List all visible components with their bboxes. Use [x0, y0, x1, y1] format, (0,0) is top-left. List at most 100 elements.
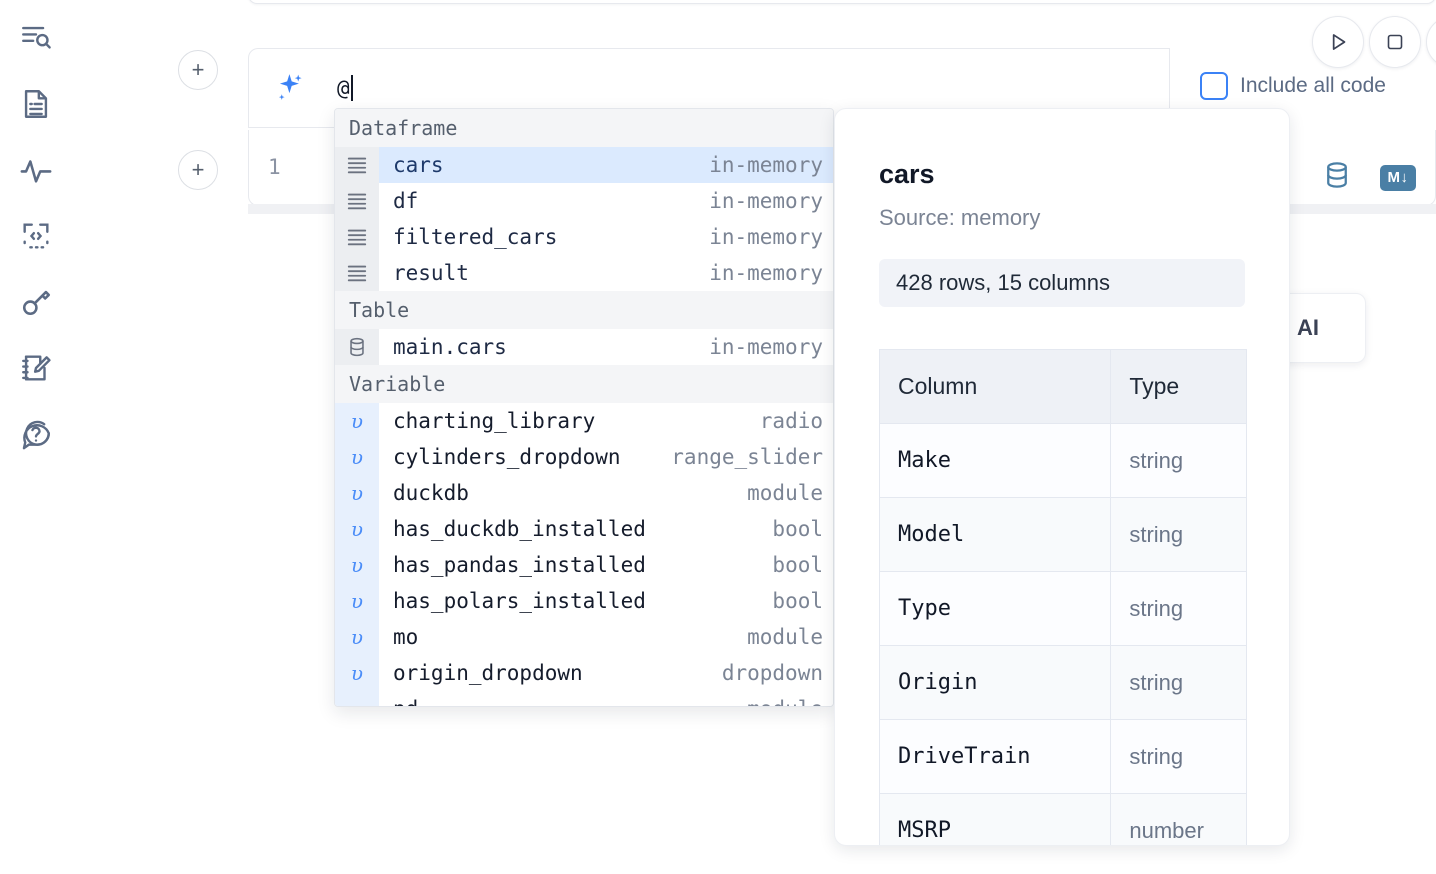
- line-number: 1: [268, 155, 281, 179]
- include-all-code-checkbox[interactable]: [1200, 72, 1228, 100]
- dataframe-icon: [335, 147, 379, 183]
- variable-icon: υ: [335, 655, 379, 691]
- stop-button[interactable]: [1369, 16, 1421, 68]
- autocomplete-item[interactable]: υ has_pandas_installed bool: [335, 547, 833, 583]
- autocomplete-item[interactable]: cars in-memory: [335, 147, 833, 183]
- schema-column-type: number: [1110, 793, 1247, 845]
- autocomplete-item[interactable]: υ charting_library radio: [335, 403, 833, 439]
- help-chat-icon[interactable]: [14, 412, 58, 456]
- autocomplete-item-body: duckdb module: [379, 475, 833, 511]
- autocomplete-item-name: cars: [393, 153, 444, 177]
- autocomplete-item-body: pdmodule: [379, 691, 833, 706]
- schema-column-name: Type: [878, 571, 1112, 646]
- left-sidebar: [0, 0, 72, 874]
- autocomplete-item-name: main.cars: [393, 335, 507, 359]
- variable-icon: υ: [335, 511, 379, 547]
- activity-icon[interactable]: [14, 148, 58, 192]
- preview-title: cars: [879, 159, 935, 189]
- schema-column-name: MSRP: [878, 793, 1112, 845]
- schema-column-type: string: [1110, 423, 1247, 498]
- ai-prompt-input[interactable]: @: [337, 75, 354, 101]
- dataframe-icon: [335, 183, 379, 219]
- autocomplete-item-type: in-memory: [709, 261, 823, 285]
- autocomplete-item-name: pd: [393, 697, 418, 706]
- autocomplete-group-header: Dataframe: [335, 109, 833, 147]
- autocomplete-item-name: charting_library: [393, 409, 596, 433]
- schema-column-type: string: [1110, 645, 1247, 720]
- schema-column-name: Origin: [878, 645, 1112, 720]
- autocomplete-item-body: has_polars_installed bool: [379, 583, 833, 619]
- variable-icon: υ: [335, 403, 379, 439]
- autocomplete-item-type: module: [747, 625, 823, 649]
- autocomplete-item-name: duckdb: [393, 481, 469, 505]
- schema-column-name: Make: [878, 423, 1112, 498]
- autocomplete-group-header: Variable: [335, 365, 833, 403]
- more-actions-button[interactable]: [1426, 16, 1436, 68]
- autocomplete-item[interactable]: υ has_duckdb_installed bool: [335, 511, 833, 547]
- cell-language-toggles: M↓: [1322, 160, 1416, 195]
- schema-column-name: Model: [878, 497, 1112, 572]
- autocomplete-item-body: cars in-memory: [379, 147, 833, 183]
- variable-icon: υ: [335, 547, 379, 583]
- run-button[interactable]: [1312, 16, 1364, 68]
- autocomplete-item-type: range_slider: [671, 445, 823, 469]
- ai-prompt-value: @: [337, 76, 351, 100]
- autocomplete-item-name: mo: [393, 625, 419, 649]
- autocomplete-item-type: dropdown: [721, 661, 823, 685]
- preview-stats-badge: 428 rows, 15 columns: [879, 259, 1245, 307]
- preview-source: Source: memory: [879, 205, 1041, 230]
- sparkles-icon: [271, 71, 305, 105]
- autocomplete-item-type: in-memory: [709, 153, 823, 177]
- autocomplete-item-body: has_pandas_installed bool: [379, 547, 833, 583]
- previous-cell-edge: [248, 0, 1436, 4]
- autocomplete-item-body: mo module: [379, 619, 833, 655]
- autocomplete-item-name: has_pandas_installed: [393, 553, 646, 577]
- autocomplete-item-type: bool: [772, 589, 823, 613]
- schema-column-type: string: [1110, 571, 1247, 646]
- markdown-icon[interactable]: M↓: [1380, 164, 1416, 191]
- document-icon[interactable]: [14, 82, 58, 126]
- variable-icon: υ: [335, 439, 379, 475]
- database-icon[interactable]: [1322, 160, 1352, 195]
- schema-column-type: string: [1110, 497, 1247, 572]
- autocomplete-item-name: has_duckdb_installed: [393, 517, 646, 541]
- schema-table-header-row: Column Type: [878, 349, 1247, 424]
- autocomplete-item-name: has_polars_installed: [393, 589, 646, 613]
- autocomplete-item[interactable]: υpdmodule: [335, 691, 833, 706]
- scratchpad-icon[interactable]: [14, 346, 58, 390]
- autocomplete-item-type: bool: [772, 553, 823, 577]
- variable-icon: υ: [335, 619, 379, 655]
- autocomplete-item-name: filtered_cars: [393, 225, 558, 249]
- autocomplete-item-type: radio: [759, 409, 823, 433]
- autocomplete-item-type: bool: [772, 517, 823, 541]
- add-cell-above-button[interactable]: [178, 50, 218, 90]
- autocomplete-item-body: has_duckdb_installed bool: [379, 511, 833, 547]
- column-header-column: Column: [878, 349, 1112, 424]
- autocomplete-item-name: df: [393, 189, 419, 213]
- key-icon[interactable]: [14, 280, 58, 324]
- file-search-icon[interactable]: [14, 16, 58, 60]
- include-all-code-row[interactable]: Include all code: [1200, 72, 1386, 100]
- autocomplete-item-type: module: [747, 481, 823, 505]
- variable-icon: υ: [335, 475, 379, 511]
- table-icon: [335, 329, 379, 365]
- code-snippet-icon[interactable]: [14, 214, 58, 258]
- add-cell-below-button[interactable]: [178, 150, 218, 190]
